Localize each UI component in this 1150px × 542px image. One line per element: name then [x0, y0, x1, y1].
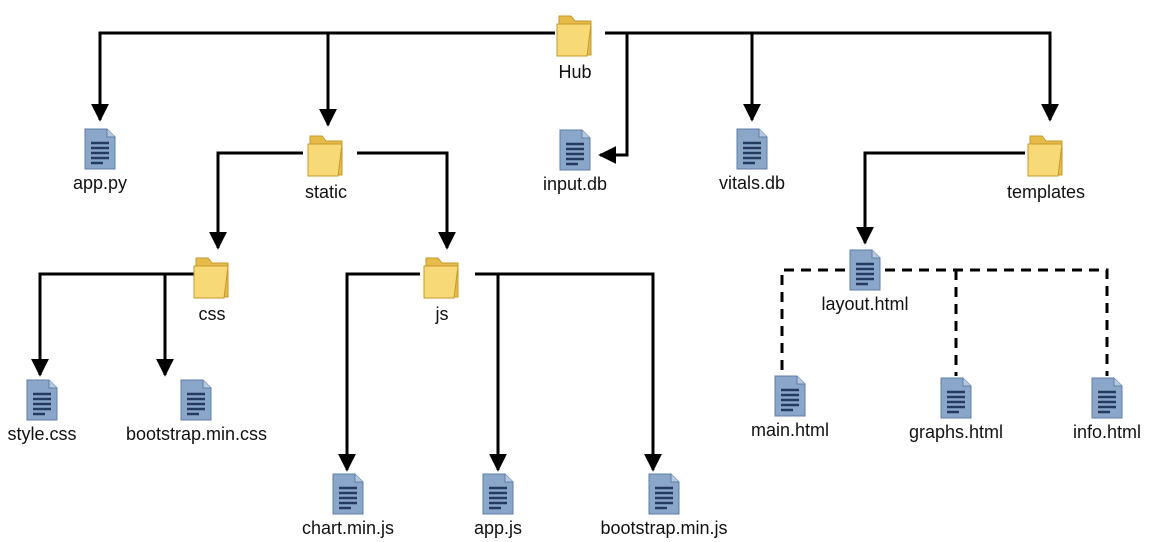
node-label: bootstrap.min.css — [126, 424, 268, 444]
file-icon — [559, 129, 591, 171]
file-icon — [940, 377, 972, 419]
edge-hub-input-db — [598, 31, 629, 164]
folder-icon — [423, 257, 459, 299]
file-icon — [774, 375, 806, 417]
node-app-js[interactable]: app.js — [428, 472, 568, 538]
file-icon — [482, 473, 514, 515]
edge-hub-app-py — [91, 31, 555, 122]
edge-static-js — [357, 151, 456, 250]
node-label: css — [198, 304, 226, 324]
node-app-py[interactable]: app.py — [30, 127, 170, 193]
node-bootstrap-min-css[interactable]: bootstrap.min.css — [126, 378, 268, 444]
file-icon — [26, 379, 58, 421]
node-chart-min-js[interactable]: chart.min.js — [278, 472, 418, 538]
node-label: app.js — [473, 518, 523, 538]
node-label: js — [435, 304, 449, 324]
edge-layout-main-html — [780, 268, 845, 376]
file-icon — [332, 473, 364, 515]
file-icon — [84, 128, 116, 170]
edge-js-app-js — [475, 272, 662, 472]
node-label: style.css — [7, 424, 77, 444]
node-info-html[interactable]: info.html — [1037, 376, 1150, 442]
node-input-db[interactable]: input.db — [505, 128, 645, 194]
node-graphs-html[interactable]: graphs.html — [886, 376, 1026, 442]
edge-layout-graphs-html — [885, 268, 1109, 376]
node-label: app.py — [72, 173, 128, 193]
node-templates[interactable]: templates — [976, 128, 1116, 202]
edge-static-css — [209, 151, 303, 250]
node-layout-html[interactable]: layout.html — [795, 248, 935, 314]
edge-templates-layout-html — [856, 151, 1025, 245]
folder-icon — [1027, 135, 1063, 177]
node-label: chart.min.js — [301, 518, 395, 538]
node-label: main.html — [750, 420, 830, 440]
node-label: graphs.html — [908, 422, 1004, 442]
node-label: info.html — [1072, 422, 1142, 442]
edge-js-chart-min-js — [338, 272, 420, 472]
file-icon — [180, 379, 212, 421]
node-bootstrap-min-js[interactable]: bootstrap.min.js — [594, 472, 734, 538]
node-css[interactable]: css — [142, 250, 282, 324]
folder-icon — [556, 15, 592, 57]
node-label: Hub — [558, 62, 592, 82]
file-icon — [736, 128, 768, 170]
node-label: vitals.db — [718, 173, 786, 193]
file-icon — [648, 473, 680, 515]
node-label: bootstrap.min.js — [600, 518, 728, 538]
node-js[interactable]: js — [372, 250, 512, 324]
node-label: layout.html — [821, 294, 909, 314]
node-style-css[interactable]: style.css — [0, 378, 112, 444]
node-label: static — [304, 182, 347, 202]
node-hub[interactable]: Hub — [505, 8, 645, 82]
folder-icon — [307, 135, 343, 177]
node-label: templates — [1006, 182, 1086, 202]
node-main-html[interactable]: main.html — [720, 374, 860, 440]
file-icon — [1091, 377, 1123, 419]
node-static[interactable]: static — [256, 128, 396, 202]
node-label: input.db — [542, 174, 608, 194]
edge-css-style-css — [31, 272, 195, 377]
folder-icon — [193, 257, 229, 299]
edge-hub-vitals-db — [620, 31, 1059, 122]
file-icon — [849, 249, 881, 291]
node-vitals-db[interactable]: vitals.db — [682, 127, 822, 193]
